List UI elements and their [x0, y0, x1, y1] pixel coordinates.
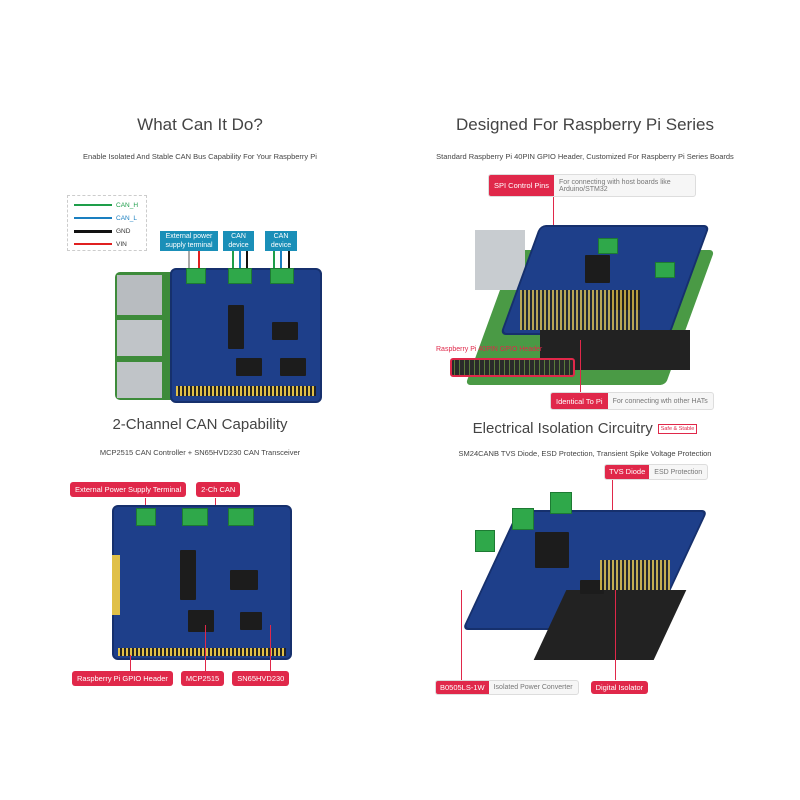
panel3-subtitle: MCP2515 CAN Controller + SN65HVD230 CAN … [99, 448, 301, 457]
label-power-terminal: External Power Supply Terminal [70, 482, 187, 497]
label-mcp2515: MCP2515 [180, 671, 225, 686]
panel3-title: 2-Channel CAN Capability [112, 416, 288, 433]
panel4-subtitle: SM24CANB TVS Diode, ESD Protection, Tran… [458, 449, 712, 458]
gpio-header-image [450, 358, 575, 377]
tvs-diode-tag: TVS Diode ESD Protection [604, 464, 709, 480]
wire-legend: CAN_H CAN_L GND VIN [67, 195, 147, 251]
panel2-subtitle: Standard Raspberry Pi 40PIN GPIO Header,… [436, 152, 734, 161]
identical-desc: For connecting wth other HATs [612, 397, 708, 405]
identical-label: Identical To Pi [551, 393, 608, 409]
label-sn65hvd230: SN65HVD230 [232, 671, 290, 686]
label-2ch-can: 2-Ch CAN [196, 482, 241, 497]
panel4-title: Electrical Isolation Circuitry [472, 420, 653, 437]
can-hat-board [170, 268, 322, 403]
callout-can-device-2: CAN device [265, 231, 297, 251]
panel3-bottom-labels: Raspberry Pi GPIO Header MCP2515 SN65HVD… [72, 671, 290, 686]
panel1-subtitle: Enable Isolated And Stable CAN Bus Capab… [83, 152, 317, 161]
spi-desc: For connecting with host boards like Ard… [559, 178, 671, 193]
label-gpio-header: Raspberry Pi GPIO Header [72, 671, 173, 686]
panel2-title: Designed For Raspberry Pi Series [456, 115, 714, 134]
gpio-header-label: Raspberry Pi 40PIN GPIO Header [436, 346, 543, 353]
tvs-desc: ESD Protection [654, 468, 703, 476]
can-hat-top-view [112, 505, 292, 660]
spi-label: SPI Control Pins [489, 175, 555, 196]
b0505-label: B0505LS-1W [436, 681, 489, 694]
legend-vin: VIN [116, 240, 127, 248]
spi-control-pins-tag: SPI Control Pins For connecting with hos… [488, 174, 696, 197]
legend-can-h: CAN_H [116, 201, 139, 209]
callout-can-device-1: CAN device [223, 231, 254, 251]
callout-power-terminal: External power supply terminal [160, 231, 218, 251]
legend-can-l: CAN_L [116, 214, 137, 222]
safe-stable-badge: Safe & Stable [657, 423, 698, 434]
panel4-title-row: Electrical Isolation Circuitry Safe & St… [400, 420, 770, 437]
b0505-desc: Isolated Power Converter [493, 684, 573, 691]
tvs-label: TVS Diode [605, 465, 650, 479]
panel3-top-labels: External Power Supply Terminal 2-Ch CAN [70, 482, 241, 497]
panel4-bottom-labels: B0505LS-1W Isolated Power Converter Digi… [435, 680, 649, 695]
panel1-title: What Can It Do? [137, 115, 263, 134]
legend-gnd: GND [116, 227, 131, 235]
identical-to-pi-tag: Identical To Pi For connecting wth other… [550, 392, 714, 410]
label-digital-isolator: Digital Isolator [590, 681, 649, 694]
b0505-tag: B0505LS-1W Isolated Power Converter [435, 680, 579, 695]
